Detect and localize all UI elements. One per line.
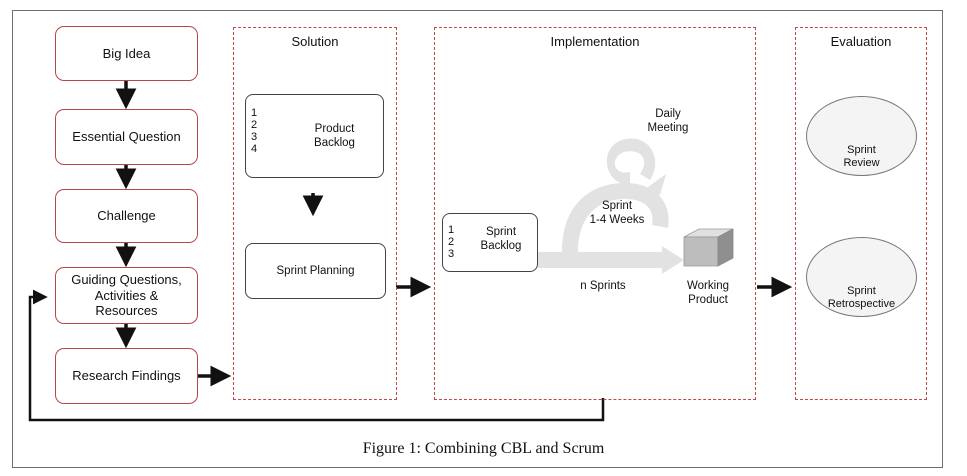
daily-meeting-line1: Daily xyxy=(655,108,681,120)
research-findings-box: Research Findings xyxy=(55,348,198,404)
sprint-retrospective-line1: Sprint xyxy=(847,285,876,297)
sprint-review-line2: Review xyxy=(843,157,880,170)
guiding-label-line3: Resources xyxy=(95,303,158,319)
sprint-cycle-arrow xyxy=(538,138,684,274)
sprint-duration-line2: 1-4 Weeks xyxy=(589,213,645,226)
solution-title: Solution xyxy=(291,34,339,49)
sprint-planning-box: Sprint Planning xyxy=(245,243,386,299)
evaluation-panel: Evaluation xyxy=(795,27,927,400)
sprint-retrospective-circle: Sprint Retrospective xyxy=(806,237,917,317)
working-product-line1: Working xyxy=(687,280,729,292)
backlog-number: 2 xyxy=(251,119,258,131)
product-backlog-line1: Product xyxy=(314,123,355,135)
sprint-review-circle: Sprint Review xyxy=(806,96,917,176)
product-backlog-box: 1 2 3 4 Product Backlog xyxy=(245,94,384,178)
figure-frame xyxy=(12,10,943,468)
figure-caption: Figure 1: Combining CBL and Scrum xyxy=(362,440,605,457)
challenge-label: Challenge xyxy=(97,208,156,224)
sprint-backlog-line2: Backlog xyxy=(480,239,522,252)
product-backlog-line2: Backlog xyxy=(314,136,355,149)
sprint-backlog-numbers: 1 2 3 xyxy=(448,224,454,260)
sprint-backlog-box: 1 2 3 Sprint Backlog xyxy=(442,213,538,272)
daily-meeting-line2: Meeting xyxy=(647,121,689,134)
sprint-duration-line1: Sprint xyxy=(601,200,633,212)
sprint-planning-label: Sprint Planning xyxy=(276,265,355,277)
backlog-number: 1 xyxy=(251,107,258,119)
sprint-duration-label: Sprint 1-4 Weeks xyxy=(577,200,657,228)
solution-panel: Solution xyxy=(233,27,397,400)
guiding-label-line2: Activities & xyxy=(94,287,159,303)
sprint-review-line1: Sprint xyxy=(847,144,876,156)
guiding-questions-box: Guiding Questions, Activities & Resource… xyxy=(55,267,198,324)
product-backlog-numbers: 1 2 3 4 xyxy=(251,107,257,155)
sprint-backlog-label: Sprint Backlog xyxy=(465,226,537,254)
evaluation-title: Evaluation xyxy=(830,34,892,49)
sprint-backlog-number: 1 xyxy=(448,224,455,236)
sprint-backlog-line1: Sprint xyxy=(485,226,517,238)
sprint-retrospective-label: Sprint Retrospective xyxy=(807,285,916,311)
sprint-retrospective-line2: Retrospective xyxy=(827,298,896,311)
implementation-panel: Implementation xyxy=(434,27,756,400)
backlog-number: 4 xyxy=(251,143,258,155)
feedback-loop-line xyxy=(28,289,605,422)
challenge-box: Challenge xyxy=(55,189,198,243)
guiding-label-line1: Guiding Questions, xyxy=(71,272,182,288)
working-product-line2: Product xyxy=(688,293,728,306)
big-idea-box: Big Idea xyxy=(55,26,198,81)
working-product-label: Working Product xyxy=(668,280,748,308)
essential-question-label: Essential Question xyxy=(72,129,181,145)
big-idea-label: Big Idea xyxy=(102,45,151,61)
sprint-review-label: Sprint Review xyxy=(807,144,916,170)
sprint-backlog-number: 3 xyxy=(448,248,455,260)
daily-meeting-label: Daily Meeting xyxy=(628,108,708,136)
product-backlog-label: Product Backlog xyxy=(286,123,383,151)
working-product-cube-icon xyxy=(683,228,734,267)
backlog-number: 3 xyxy=(251,131,258,143)
n-sprints-label: n Sprints xyxy=(580,280,626,292)
research-findings-label: Research Findings xyxy=(72,368,181,384)
essential-question-box: Essential Question xyxy=(55,109,198,165)
sprint-backlog-number: 2 xyxy=(448,236,455,248)
implementation-title: Implementation xyxy=(550,34,640,49)
